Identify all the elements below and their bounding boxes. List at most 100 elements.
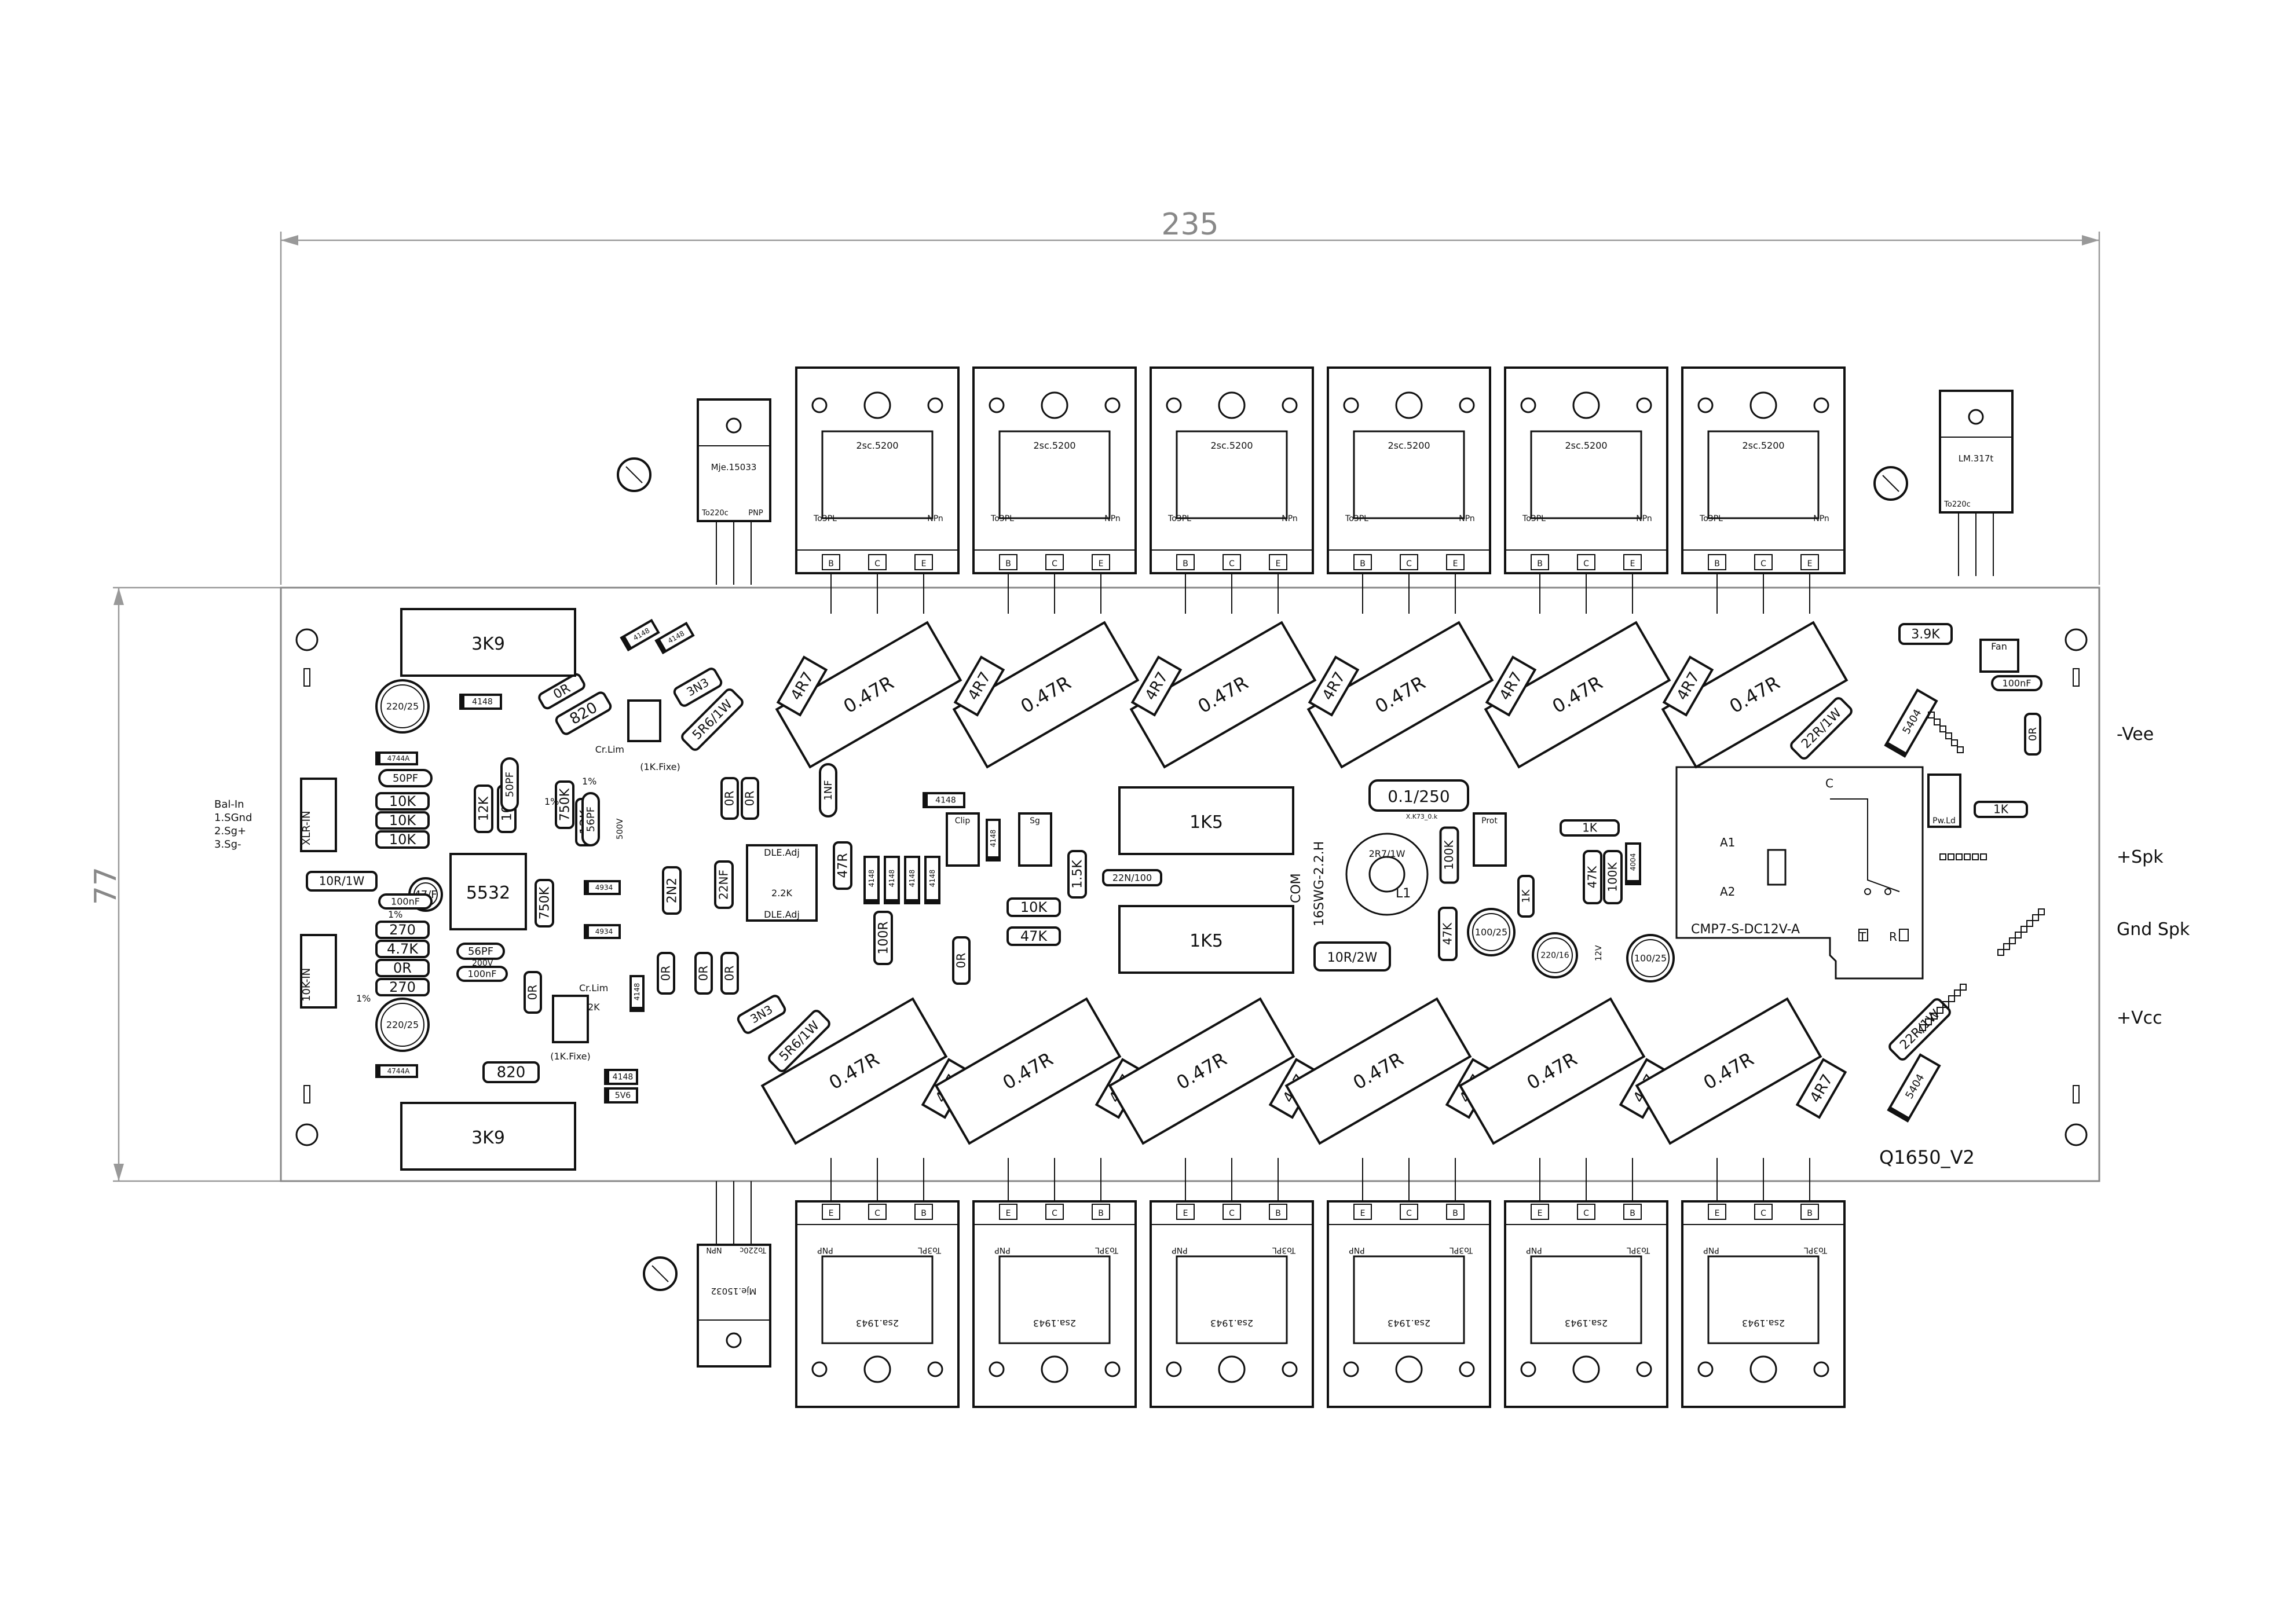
- cap-56pf-a: 56PF: [456, 943, 505, 960]
- r-5r6-top-body: [681, 688, 744, 751]
- r-10k-d-label: 10K: [1020, 899, 1048, 915]
- r-270-a-label: 270: [389, 922, 416, 938]
- r-0r-g: 0R: [720, 952, 739, 995]
- npn-hole-small: [1166, 397, 1182, 413]
- opamp-5532: 5532: [449, 853, 527, 930]
- npn-pin-pad: [1708, 554, 1726, 570]
- relay-pin-c: C: [1825, 776, 1833, 790]
- npn-pin-label: B: [1183, 559, 1188, 569]
- driver-pnp-type: NPN: [706, 1245, 722, 1254]
- pnp-hole-small: [989, 1361, 1005, 1377]
- emitter-resistor-top-body: [1661, 621, 1849, 769]
- pnp-pin-label: E: [829, 1209, 834, 1218]
- npn-pin-pad: [1446, 554, 1465, 570]
- npn-pin-pad: [1400, 554, 1418, 570]
- r-2n2-body: [662, 866, 682, 915]
- dle-adj-label-bottom: DLE.Adj: [764, 909, 800, 920]
- cap-220-16-body: [1532, 932, 1578, 978]
- dle-adj-pot: DLE.Adj 2.2K DLE.Adj: [746, 844, 818, 922]
- r-1k-b: 1K: [1974, 801, 2028, 818]
- npn-pin-pad: [999, 554, 1017, 570]
- r-47k-c-body: [1583, 850, 1602, 904]
- spk-pin: [1939, 853, 1946, 860]
- relay-pin-a1: A1: [1720, 835, 1735, 849]
- npn-pin-pad: [1045, 554, 1064, 570]
- r-10r-1w: 10R/1W: [306, 871, 378, 892]
- r-1k5: 1.5K: [1067, 850, 1087, 899]
- gnd-spk-pin: [2015, 932, 2022, 939]
- thermal-sensor-mark: [1882, 475, 1899, 492]
- r-1k-b-body: [1974, 801, 2028, 818]
- npn-body: [972, 366, 1137, 574]
- driver-npn-type: PNP: [748, 509, 763, 518]
- base-resistor-top: 4R7: [776, 655, 828, 717]
- diode-4148-b-label: 4148: [613, 1073, 634, 1082]
- r-270-b: 270: [375, 978, 430, 996]
- output-spk: +Spk: [2117, 847, 2164, 867]
- cap-100-25-b-body: [1626, 934, 1675, 983]
- cap-1nf: 1NF: [819, 763, 837, 818]
- relay-part: CMP7-S-DC12V-A: [1691, 922, 1800, 937]
- diode-5404-top-band: [1886, 742, 1907, 757]
- pnp-pin-label: C: [1052, 1209, 1057, 1218]
- pnp-type-label: PNP: [994, 1245, 1010, 1255]
- gnd-spk-pin: [2032, 914, 2039, 921]
- base-resistor-top-body: [953, 655, 1005, 717]
- base-resistor-top-body: [1308, 655, 1360, 717]
- emitter-resistor-bottom: 0.47R: [934, 997, 1122, 1145]
- gnd-spk-pin: [2003, 943, 2010, 950]
- cap-50pf-body: [378, 769, 433, 787]
- r-4k7-body: [375, 940, 430, 958]
- npn-die: [998, 430, 1111, 519]
- npn-pin-pad: [1577, 554, 1595, 570]
- base-resistor-bottom-body: [1795, 1058, 1847, 1119]
- cr-lim-top-label: Cr.Lim: [595, 744, 624, 755]
- cap-220-25-bottom: 220/25: [375, 998, 430, 1052]
- thermal-sensor-mark: [625, 466, 643, 483]
- sg-label: Sg: [1030, 816, 1040, 826]
- r-10k-d: 10K: [1006, 897, 1061, 917]
- mounting-slot: [303, 668, 310, 687]
- cr-lim-top-fixe: (1K.Fixe): [640, 761, 680, 772]
- vcc-pin: [1960, 984, 1967, 991]
- driver-pnp-hole: [726, 1332, 742, 1348]
- pnp-pin-pad: [1800, 1204, 1819, 1220]
- diode-4148-crlim: 4148: [629, 975, 645, 1012]
- npn-pin-pad: [1623, 554, 1642, 570]
- diode-4004-band: [1626, 880, 1640, 884]
- r-10k-d-body: [1006, 897, 1061, 917]
- diode-4148-a-band: [460, 695, 464, 709]
- npn-hole-small: [811, 397, 828, 413]
- pnp-pin-pad: [868, 1204, 887, 1220]
- pw-led-label: Pw.Ld: [1932, 816, 1956, 826]
- r-0r-a-body: [375, 959, 430, 977]
- cap-100-25-a: 100/25: [1467, 908, 1516, 956]
- emitter-resistor-bottom: 0.47R: [1635, 997, 1822, 1145]
- pnp-pin-label: B: [1452, 1209, 1458, 1218]
- prot-label: Prot: [1481, 816, 1498, 826]
- v500-label: 500V: [616, 818, 625, 840]
- npn-hole-small: [1636, 397, 1652, 413]
- npn-body: [1681, 366, 1846, 574]
- pnp-pin-pad: [1092, 1204, 1110, 1220]
- emitter-resistor-bottom-body: [1458, 997, 1646, 1145]
- driver-pnp-part: Mje.15032: [711, 1286, 757, 1296]
- diode-5404-top: 5404: [1884, 688, 1938, 758]
- thermal-sensor: [643, 1256, 678, 1291]
- pnp-hole-small: [811, 1361, 828, 1377]
- driver-npn-body: [697, 398, 771, 522]
- npn-pin-pad: [1222, 554, 1241, 570]
- npn-part-label: 2sc.5200: [1388, 440, 1430, 451]
- pnp-hole-small: [927, 1361, 943, 1377]
- diode-4004: 4004: [1625, 842, 1641, 885]
- big-resistor-bottom-label: 3K9: [471, 1128, 505, 1148]
- diode-4148-c-band: [924, 793, 928, 807]
- pnp-pin-pad: [1446, 1204, 1465, 1220]
- cap-50pf-label: 50PF: [393, 772, 418, 784]
- ten-k-in-label: 10K-IN: [301, 968, 313, 1002]
- output-vcc: +Vcc: [2117, 1008, 2162, 1028]
